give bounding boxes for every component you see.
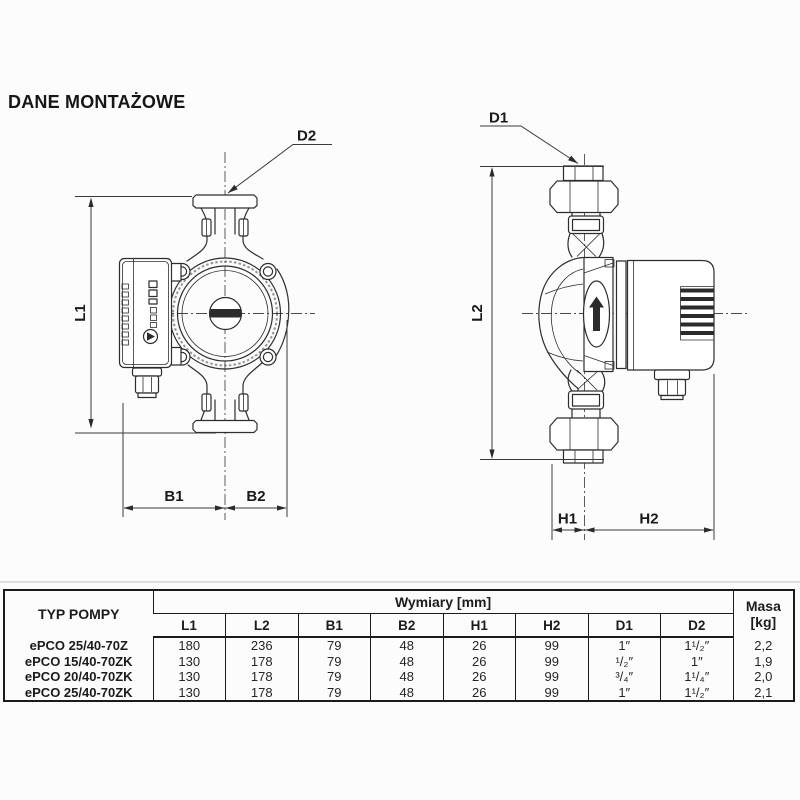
col-header-mass: Masa [kg]	[732, 590, 795, 637]
dimensions-table-container: TYP POMPY Wymiary [mm] Masa [kg] L1 L2 B…	[3, 589, 796, 702]
value-cell: ³/₄″	[587, 669, 661, 685]
control-box-display-glyphs	[148, 280, 158, 328]
control-box-ridges	[121, 283, 129, 346]
value-cell: 1,9	[732, 653, 795, 669]
value-cell: 79	[297, 684, 371, 701]
value-cell: 79	[297, 669, 371, 685]
value-cell: 48	[370, 684, 443, 701]
side-bottom-pipe	[549, 369, 619, 464]
col-header-l2: L2	[225, 613, 298, 638]
value-cell: ¹/₂″	[587, 653, 661, 669]
value-cell: 48	[370, 637, 443, 654]
value-cell: 26	[442, 637, 516, 654]
dim-label-d1: D1	[489, 110, 508, 127]
mass-header-line1: Masa	[745, 598, 781, 614]
value-cell: 130	[152, 653, 226, 669]
value-cell: 99	[515, 684, 588, 701]
value-cell: 2,1	[732, 684, 795, 701]
motor-cable-gland	[653, 369, 691, 401]
value-cell: 48	[370, 653, 443, 669]
value-cell: 99	[515, 669, 588, 685]
dimensions-table: TYP POMPY Wymiary [mm] Masa [kg] L1 L2 B…	[3, 589, 796, 702]
value-cell: 130	[152, 669, 226, 685]
value-cell: 130	[152, 684, 226, 701]
front-control-box	[118, 257, 182, 369]
side-pump-head	[582, 256, 627, 373]
dimension-d1: D1	[480, 110, 579, 164]
dim-label-l1: L1	[72, 304, 89, 322]
control-box-button-icon	[142, 328, 159, 345]
col-header-pump-type: TYP POMPY	[38, 606, 120, 622]
pump-dimension-drawing: L1 D2 B1 B2	[72, 110, 748, 540]
col-header-d1: D1	[587, 613, 661, 638]
front-pump-housing	[168, 257, 290, 370]
value-cell: 79	[297, 653, 371, 669]
col-header-h1: H1	[442, 613, 516, 638]
value-cell: 79	[297, 637, 371, 654]
front-bottom-flange	[192, 419, 258, 434]
value-cell: 178	[225, 653, 298, 669]
dim-label-h1: H1	[558, 511, 577, 528]
side-view: L2 D1 H1 H2	[469, 110, 748, 540]
dim-label-b2: B2	[246, 488, 265, 505]
table-row: ePCO 25/40-70ZK 130 178 79 48 26 99 1″ 1…	[4, 684, 795, 701]
pump-type-cell: ePCO 25/40-70Z	[29, 637, 128, 653]
value-cell: 99	[515, 637, 588, 654]
motor-cooling-fins	[680, 286, 714, 341]
table-row: ePCO 20/40-70ZK 130 178 79 48 26 99 ³/₄″…	[4, 669, 795, 685]
col-header-h2: H2	[515, 613, 588, 638]
dim-label-l2: L2	[469, 304, 486, 322]
pump-type-cell: ePCO 15/40-70ZK	[24, 653, 133, 669]
value-cell: 26	[442, 669, 516, 685]
col-header-l1: L1	[153, 613, 226, 638]
front-nameplate-band	[210, 309, 241, 318]
value-cell: 1¹/₄″	[660, 669, 734, 685]
front-top-flange	[192, 194, 258, 209]
front-bottom-neck	[187, 362, 263, 421]
mass-header-line2: [kg]	[750, 614, 777, 630]
front-top-neck	[186, 207, 264, 262]
dimension-h1-h2: H1 H2	[551, 374, 715, 540]
col-header-b1: B1	[297, 613, 371, 638]
value-cell: 1¹/₂″	[660, 637, 734, 654]
flow-direction-arrow-icon	[589, 296, 604, 331]
value-cell: 2,2	[732, 637, 795, 654]
side-volute-body	[538, 256, 584, 392]
dimension-d2: D2	[227, 128, 332, 194]
value-cell: 180	[152, 637, 226, 654]
value-cell: 2,0	[732, 669, 795, 685]
dim-label-d2: D2	[297, 128, 316, 145]
value-cell: 1″	[587, 637, 661, 654]
dimension-l2: L2	[469, 166, 604, 460]
separator-line	[0, 581, 800, 583]
dim-label-h2: H2	[639, 511, 658, 528]
dimension-l1: L1	[72, 196, 216, 434]
pump-type-cell: ePCO 25/40-70ZK	[24, 684, 133, 700]
dim-label-b1: B1	[164, 488, 183, 505]
table-row: ePCO 25/40-70Z 180 236 79 48 26 99 1″ 1¹…	[4, 637, 795, 654]
value-cell: 236	[225, 637, 298, 654]
value-cell: 26	[442, 653, 516, 669]
side-top-pipe	[549, 165, 619, 258]
side-motor	[626, 259, 715, 401]
side-bottom-union-nut	[549, 417, 619, 451]
col-header-d2: D2	[660, 613, 734, 638]
front-cable-gland	[131, 367, 163, 399]
side-top-union-nut	[549, 180, 619, 214]
value-cell: 178	[225, 684, 298, 701]
value-cell: 1¹/₂″	[660, 684, 734, 701]
front-view: L1 D2 B1 B2	[72, 128, 332, 520]
value-cell: 1″	[587, 684, 661, 701]
value-cell: 178	[225, 669, 298, 685]
value-cell: 99	[515, 653, 588, 669]
pump-type-cell: ePCO 20/40-70ZK	[24, 669, 133, 685]
col-header-b2: B2	[370, 613, 443, 638]
value-cell: 1″	[660, 653, 734, 669]
value-cell: 48	[370, 669, 443, 685]
col-group-header-dimensions: Wymiary [mm]	[152, 590, 734, 614]
value-cell: 26	[442, 684, 516, 701]
dimension-b1-b2: B1 B2	[122, 320, 288, 517]
table-row: ePCO 15/40-70ZK 130 178 79 48 26 99 ¹/₂″…	[4, 653, 795, 669]
page-title: DANE MONTAŻOWE	[8, 92, 186, 112]
